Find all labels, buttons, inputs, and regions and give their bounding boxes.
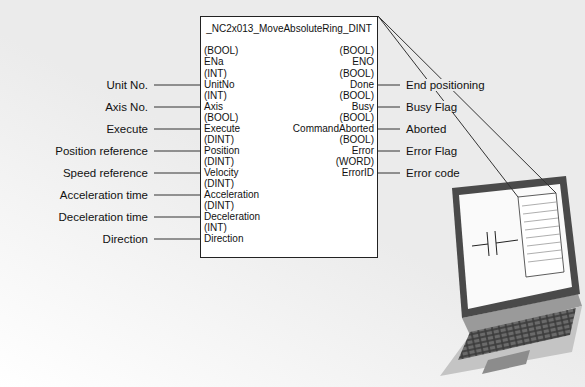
pin-type: (DINT) — [204, 134, 234, 146]
output-description: Error code — [404, 167, 462, 179]
input-description: Execute — [104, 123, 150, 135]
pin-name: Busy — [352, 101, 374, 113]
pin-name: Axis — [204, 101, 223, 113]
pin-name: Execute — [204, 123, 240, 135]
pin-name: Acceleration — [204, 189, 259, 201]
input-description: Acceleration time — [58, 189, 150, 201]
leader-line — [154, 129, 200, 130]
leader-line — [154, 151, 200, 152]
leader-line — [378, 16, 518, 197]
leader-line — [378, 173, 400, 174]
pin-type: (INT) — [204, 68, 227, 80]
leader-line — [378, 107, 400, 108]
pin-name: Done — [350, 79, 374, 91]
leader-line — [154, 173, 200, 174]
leader-line — [154, 217, 200, 218]
laptop-illustration — [440, 176, 582, 376]
leader-line — [154, 195, 200, 196]
pin-name: Velocity — [204, 167, 238, 179]
pin-name: Direction — [204, 233, 243, 245]
pin-type: (BOOL) — [340, 68, 374, 80]
pin-type: (INT) — [204, 90, 227, 102]
output-description: Error Flag — [404, 145, 459, 157]
input-description: Deceleration time — [57, 211, 150, 223]
leader-line — [154, 107, 200, 108]
pin-name: CommandAborted — [293, 123, 374, 135]
pin-name: Position — [204, 145, 240, 157]
output-description: Aborted — [404, 123, 448, 135]
input-description: Position reference — [53, 145, 150, 157]
pin-type: (BOOL) — [340, 90, 374, 102]
input-description: Axis No. — [103, 101, 150, 113]
input-description: Direction — [101, 233, 150, 245]
leader-line — [154, 239, 200, 240]
pin-name: Error — [352, 145, 374, 157]
pin-type: (BOOL) — [204, 112, 238, 124]
leader-line — [378, 151, 400, 152]
pin-type: (DINT) — [204, 200, 234, 212]
pin-type: (DINT) — [204, 178, 234, 190]
output-description: End positioning — [404, 79, 487, 91]
leader-line — [378, 16, 556, 193]
pin-type: (BOOL) — [204, 45, 238, 57]
leader-line — [154, 85, 200, 86]
pin-type: (BOOL) — [340, 134, 374, 146]
input-description: Speed reference — [61, 167, 150, 179]
pin-name: Deceleration — [204, 211, 260, 223]
pin-name: ENO — [352, 56, 374, 68]
pin-name: UnitNo — [204, 79, 235, 91]
pin-type: (WORD) — [336, 156, 374, 168]
pin-type: (BOOL) — [340, 45, 374, 57]
leader-line — [378, 129, 400, 130]
output-description: Busy Flag — [404, 101, 459, 113]
leader-line — [378, 85, 400, 86]
pin-name: ErrorID — [342, 167, 374, 179]
pin-type: (DINT) — [204, 156, 234, 168]
block-title: _NC2x013_MoveAbsoluteRing_DINT — [201, 17, 377, 34]
pin-type: (BOOL) — [340, 112, 374, 124]
pin-name: ENa — [204, 56, 223, 68]
input-description: Unit No. — [104, 79, 150, 91]
pin-type: (INT) — [204, 222, 227, 234]
